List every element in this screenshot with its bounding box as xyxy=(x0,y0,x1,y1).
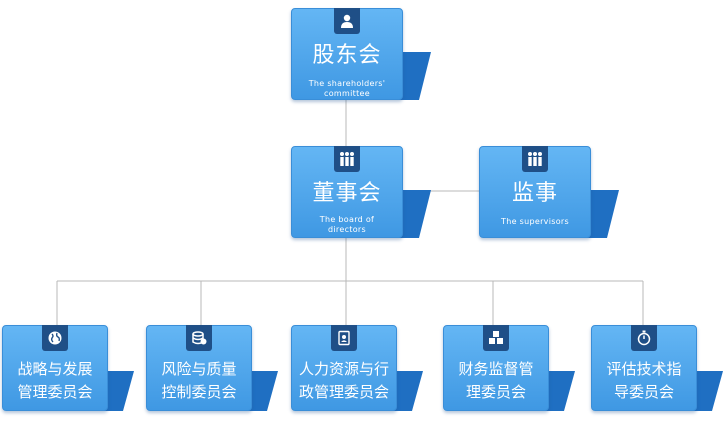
cubes-icon xyxy=(483,325,509,351)
committee-card-evaluation: 评估技术指 导委员会 xyxy=(591,325,723,415)
group-icon xyxy=(334,146,360,172)
person-icon xyxy=(334,8,360,34)
shareholders-title: 股东会 xyxy=(312,43,382,68)
board-title: 董事会 xyxy=(312,181,382,206)
committee-card-strategy: 战略与发展 管理委员会 xyxy=(2,325,134,415)
committee-card-finance: 财务监督管 理委员会 xyxy=(443,325,575,415)
committee-line1: 人力资源与行 xyxy=(298,360,389,378)
supervisors-subtitle: The supervisors xyxy=(501,217,569,226)
committee-line1: 战略与发展 xyxy=(17,360,93,378)
committee-line1: 财务监督管 xyxy=(458,360,534,378)
shareholders-card: 股东会 The shareholders' committee xyxy=(291,8,431,104)
committee-card-hr: 人力资源与行 政管理委员会 xyxy=(291,325,423,415)
committee-line2: 导委员会 xyxy=(613,383,674,401)
committee-line2: 控制委员会 xyxy=(161,383,237,401)
shareholders-subtitle: The shareholders' committee xyxy=(308,79,386,98)
committee-line2: 政管理委员会 xyxy=(298,383,389,401)
committee-line1: 评估技术指 xyxy=(606,360,682,378)
coins-icon xyxy=(186,325,212,351)
committee-line1: 风险与质量 xyxy=(161,360,237,378)
board-card: 董事会 The board of directors xyxy=(291,146,431,242)
globe-icon xyxy=(42,325,68,351)
committee-line2: 管理委员会 xyxy=(17,383,93,401)
supervisors-title: 监事 xyxy=(511,181,558,206)
committee-line2: 理委员会 xyxy=(465,383,526,401)
supervisors-card: 监事 The supervisors xyxy=(479,146,619,242)
group-icon xyxy=(522,146,548,172)
board-subtitle: The board of directors xyxy=(319,215,375,234)
stopwatch-icon xyxy=(631,325,657,351)
committee-card-risk: 风险与质量 控制委员会 xyxy=(146,325,278,415)
id-badge-icon xyxy=(331,325,357,351)
